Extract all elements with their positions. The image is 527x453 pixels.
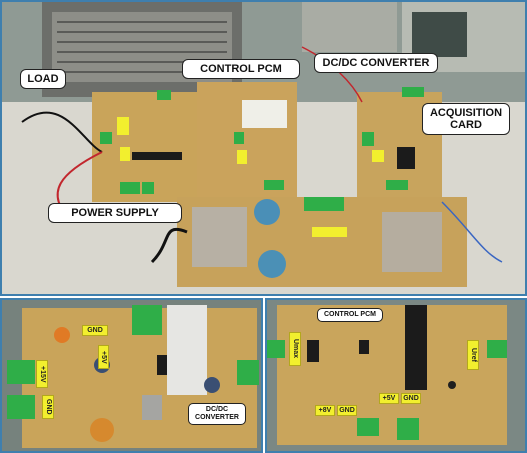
toroid-inductor <box>54 327 70 343</box>
load-vents <box>57 21 227 73</box>
callout-load: LOAD <box>20 69 66 89</box>
terminal-block <box>132 305 162 335</box>
board-tag-gnd-top: GND <box>82 325 108 336</box>
wire <box>441 201 503 263</box>
board-tag-plus15v: +15V <box>36 360 48 388</box>
capacitor <box>204 377 220 393</box>
board-tag-gnd2: GND <box>401 393 421 404</box>
pcb-dcdc-converter <box>197 82 297 197</box>
power-cord <box>150 227 188 264</box>
power-supply-label: POWER SUPPLY <box>71 207 159 219</box>
load-label: LOAD <box>27 73 59 85</box>
callout-dcdc-converter-detail: DC/DC CONVERTER <box>188 403 246 425</box>
dcdc-converter-photo-panel: GND +5V +15V GND DC/DC CONVERTER <box>0 298 263 453</box>
ic-chip <box>132 152 182 160</box>
transformer <box>382 212 442 272</box>
ic-chip <box>397 147 415 169</box>
terminal-block <box>237 360 259 385</box>
transformer <box>192 207 247 267</box>
acquisition-label-line1: ACQUISITION <box>429 107 503 119</box>
board-tag-plus5v: +5V <box>98 345 109 369</box>
capacitor <box>254 199 280 225</box>
heatsink <box>242 100 287 128</box>
board-tag-gnd1: GND <box>337 405 357 416</box>
board-tag-left: Umax <box>289 332 301 366</box>
heatsink <box>167 305 207 395</box>
transistor <box>142 395 162 420</box>
control-pcm-label: CONTROL PCM <box>200 63 282 75</box>
terminal-blocks <box>100 87 424 211</box>
ic-chip <box>157 355 167 375</box>
test-bench-photo <box>2 2 525 294</box>
dcdc-detail-line2: CONVERTER <box>195 414 239 421</box>
capacitor <box>258 250 286 278</box>
callout-acquisition-card: ACQUISITION CARD <box>422 103 510 135</box>
microcontroller-chip <box>405 305 427 390</box>
terminal-block <box>7 395 35 419</box>
callout-control-pcm-detail: CONTROL PCM <box>317 308 383 322</box>
callout-control-pcm: CONTROL PCM <box>182 59 300 79</box>
terminal-block <box>397 418 419 440</box>
board-tag-plus8v: +8V <box>315 405 335 416</box>
terminal-block <box>7 360 35 384</box>
terminal-block <box>487 340 507 358</box>
wire <box>21 111 103 153</box>
callout-power-supply: POWER SUPPLY <box>48 203 182 223</box>
oscilloscope-screen <box>412 12 467 57</box>
board-tag-gnd-left: GND <box>42 395 54 419</box>
toroid-inductor <box>90 418 114 442</box>
ic-chip <box>359 340 369 354</box>
board-tag-right: Uref <box>467 340 479 370</box>
top-photo-panel: LOAD CONTROL PCM DC/DC CONVERTER ACQUISI… <box>0 0 527 296</box>
dcdc-board-photo <box>2 300 261 451</box>
control-pcm-detail-label: CONTROL PCM <box>324 311 376 318</box>
control-pcm-board-photo <box>267 300 525 451</box>
pcb-control <box>277 305 507 445</box>
instrument-box <box>302 2 397 52</box>
control-pcm-photo-panel: Umax Uref +8V GND +5V GND CONTROL PCM <box>265 298 527 453</box>
yellow-board-labels <box>117 117 384 237</box>
terminal-block <box>357 418 379 436</box>
acquisition-label-line2: CARD <box>450 119 482 131</box>
callout-dcdc-converter: DC/DC CONVERTER <box>314 53 438 73</box>
push-button <box>448 381 456 389</box>
ic-chip <box>307 340 319 362</box>
terminal-block <box>267 340 285 358</box>
dcdc-converter-label: DC/DC CONVERTER <box>322 57 430 69</box>
dcdc-detail-line1: DC/DC <box>205 406 229 413</box>
board-tag-plus5v: +5V <box>379 393 399 404</box>
